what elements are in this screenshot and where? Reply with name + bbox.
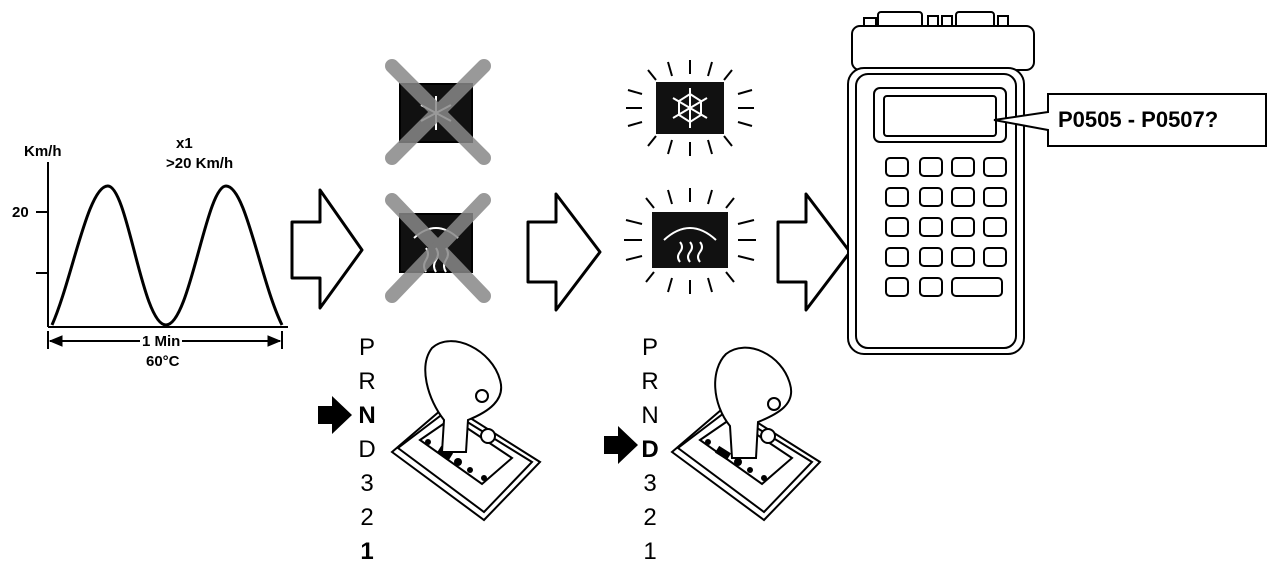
scan-tool (847, 11, 1035, 355)
duration-arrowhead-right (267, 335, 282, 347)
pointer-arrow-1 (318, 396, 352, 434)
speed-graph (36, 162, 288, 349)
shifter-illustration-1 (390, 340, 542, 522)
dtc-code-text: P0505 - P0507? (1058, 107, 1219, 132)
hollow-arrow-1 (290, 188, 364, 310)
y-axis-unit-label: Km/h (24, 143, 62, 160)
ac-on-icon (626, 60, 754, 156)
gear-d-1: D (358, 436, 376, 463)
hollow-arrow-3 (776, 192, 852, 312)
gear-r-2: R (641, 368, 659, 395)
gear-3-1: 3 (360, 470, 374, 497)
pointer-arrow-2 (604, 426, 638, 464)
gear-n-1-selected: N (358, 402, 376, 429)
gear-p-2: P (641, 334, 658, 361)
repeat-count-label: x1 (176, 135, 193, 152)
gear-d-2-selected: D (641, 436, 659, 463)
duration-label: 1 Min (140, 333, 183, 350)
gear-1-2: 1 (643, 538, 657, 565)
hollow-arrow-2 (526, 192, 602, 312)
keypad (885, 157, 1007, 297)
code-callout (993, 93, 1267, 147)
temperature-label: 60°C (146, 353, 180, 370)
gear-1-1: 1 (360, 538, 374, 565)
speed-curve (50, 184, 284, 327)
gear-2-2: 2 (643, 504, 657, 531)
gear-2-1: 2 (360, 504, 374, 531)
gear-p-1: P (358, 334, 375, 361)
shifter-illustration-2 (670, 346, 822, 522)
gear-r-1: R (358, 368, 376, 395)
defrost-off-icon (385, 193, 491, 303)
y-tick-label-20: 20 (12, 204, 29, 221)
ac-off-icon (385, 59, 491, 165)
duration-arrowhead-left (48, 335, 63, 347)
defrost-on-icon (624, 188, 756, 294)
gear-n-2: N (641, 402, 659, 429)
speed-condition-label: >20 Km/h (166, 155, 234, 172)
gear-3-2: 3 (643, 470, 657, 497)
